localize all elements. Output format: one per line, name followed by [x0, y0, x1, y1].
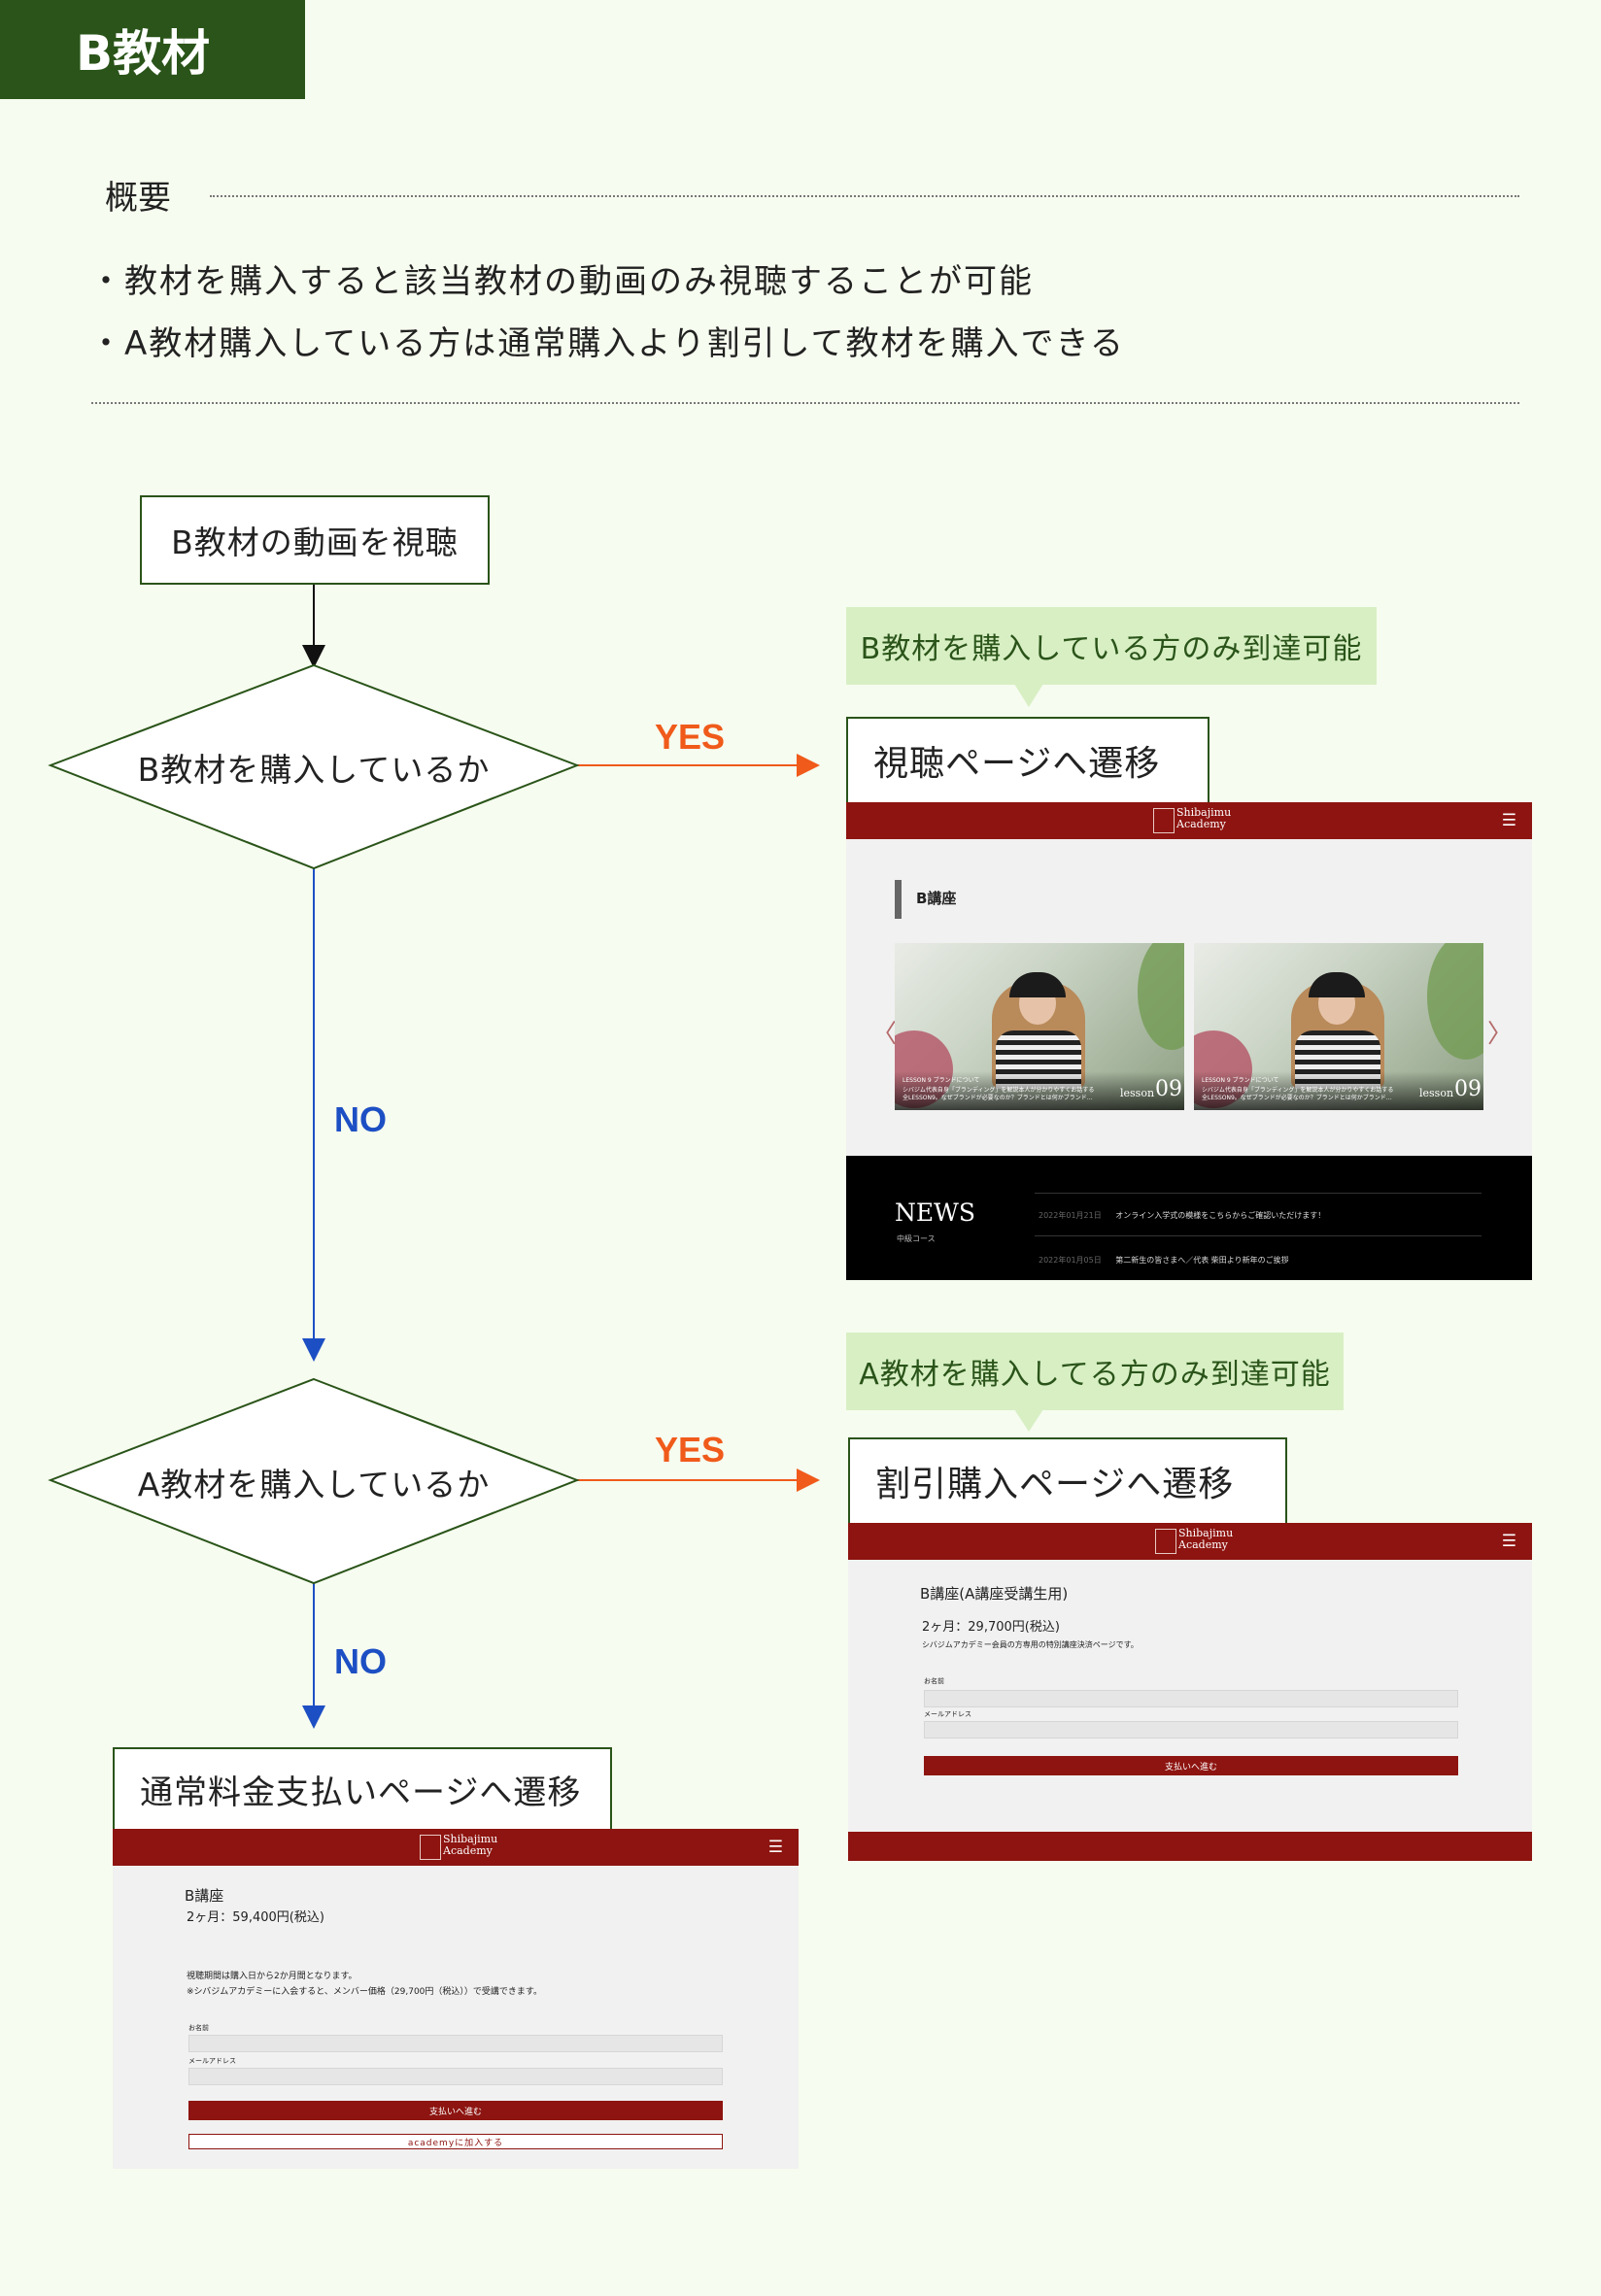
- section-title: B講座: [916, 890, 957, 907]
- overview-bullet-2: ・A教材購入している方は通常購入より割引して教材を購入できる: [89, 324, 1125, 363]
- join-academy-button[interactable]: academyに加入する: [188, 2134, 723, 2149]
- course-price: 2ヶ月：29,700円(税込): [922, 1620, 1060, 1635]
- course-title: B講座: [185, 1887, 224, 1905]
- hamburger-menu-icon[interactable]: ☰: [1501, 1532, 1516, 1551]
- site-footer: [848, 1832, 1532, 1861]
- hamburger-menu-icon[interactable]: ☰: [767, 1838, 783, 1857]
- card2-tag2: ブランドについて: [1232, 1077, 1279, 1084]
- logo-line-1: Shibajimu: [1178, 1527, 1234, 1539]
- result-discount-page-label: 割引購入ページへ遷移: [875, 1465, 1235, 1504]
- viewing-period-note: 視聴期間は購入日から2か月間となります。: [187, 1972, 358, 1981]
- result-discount-page: 割引購入ページへ遷移: [848, 1437, 1287, 1525]
- site-logo: Shibajimu Academy: [1176, 807, 1231, 830]
- member-price-note: ※シバジムアカデミーに入会すると、メンバー価格（29,700円（税込））で受講で…: [187, 1987, 543, 1997]
- callout1-pointer: [1014, 684, 1043, 707]
- decision1-label: B教材を購入しているか: [137, 751, 491, 789]
- result-view-page: 視聴ページへ遷移: [846, 717, 1209, 804]
- normal-page-screenshot: Shibajimu Academy ☰ B講座 2ヶ月：59,400円(税込) …: [113, 1829, 799, 2169]
- logo-line-1: Shibajimu: [443, 1833, 498, 1845]
- logo-line-2: Academy: [1178, 1538, 1228, 1551]
- name-field[interactable]: [924, 1690, 1458, 1707]
- view-page-screenshot: Shibajimu Academy ☰ B講座 〈 〉 LESSON 9 ブラン…: [846, 802, 1532, 1280]
- card2-number: 09: [1454, 1077, 1482, 1101]
- news-section: NEWS 中級コース 2022年01月21日 オンライン入学式の模様をこちらから…: [846, 1156, 1532, 1280]
- callout-b-purchasers: B教材を購入している方のみ到達可能: [846, 607, 1377, 685]
- decision1-diamond: [48, 663, 580, 870]
- decision2-diamond: [48, 1377, 580, 1585]
- news-title: NEWS: [895, 1199, 975, 1227]
- logo-icon: [1153, 808, 1175, 833]
- result-normal-page: 通常料金支払いページへ遷移: [113, 1747, 612, 1831]
- news-divider-2: [1035, 1235, 1482, 1236]
- lesson-card-2[interactable]: LESSON 9 ブランドについて シバジム代表自身「ブランディング」を解説本人…: [1194, 943, 1483, 1110]
- logo-icon: [1155, 1529, 1176, 1554]
- lesson-card-1[interactable]: LESSON 9 ブランドについて シバジム代表自身「ブランディング」を解説本人…: [895, 943, 1184, 1110]
- name-label: お名前: [924, 1677, 944, 1685]
- card2-tag: LESSON 9: [1202, 1077, 1231, 1084]
- no-label-1: NO: [334, 1099, 387, 1139]
- card1-tag: LESSON 9: [903, 1077, 932, 1084]
- yes-label-1: YES: [655, 717, 726, 757]
- pay-button[interactable]: 支払いへ進む: [188, 2101, 723, 2120]
- news-item-1-date: 2022年01月21日: [1039, 1211, 1102, 1220]
- course-title: B講座(A講座受講生用): [920, 1585, 1069, 1603]
- callout2-pointer: [1014, 1409, 1043, 1432]
- site-logo: Shibajimu Academy: [1178, 1528, 1233, 1551]
- news-divider-1: [1035, 1193, 1482, 1194]
- course-note: シバジムアカデミー会員の方専用の特別講座決済ページです。: [922, 1640, 1139, 1649]
- site-logo: Shibajimu Academy: [443, 1834, 497, 1857]
- email-field[interactable]: [924, 1721, 1458, 1739]
- news-item-1-text: オンライン入学式の模様をこちらからご確認いただけます！: [1115, 1211, 1326, 1220]
- email-label: メールアドレス: [188, 2057, 236, 2065]
- course-price: 2ヶ月：59,400円(税込): [187, 1910, 324, 1925]
- overview-label: 概要: [105, 179, 171, 218]
- logo-line-2: Academy: [443, 1844, 493, 1857]
- page-title: B教材: [0, 0, 305, 99]
- overview-divider: [210, 195, 1519, 197]
- email-field[interactable]: [188, 2068, 723, 2085]
- yes-label-2: YES: [655, 1430, 726, 1469]
- name-label: お名前: [188, 2024, 209, 2032]
- result-normal-page-label: 通常料金支払いページへ遷移: [140, 1773, 582, 1812]
- no-label-2: NO: [334, 1641, 387, 1681]
- logo-line-1: Shibajimu: [1176, 806, 1232, 819]
- site-header: Shibajimu Academy ☰: [846, 802, 1532, 839]
- carousel-next-icon[interactable]: 〉: [1487, 1020, 1514, 1049]
- card2-text1: シバジム代表自身「ブランディング」を解説本人が分かりやすくお話する: [1202, 1087, 1394, 1094]
- result-view-page-label: 視聴ページへ遷移: [873, 744, 1161, 784]
- pay-button[interactable]: 支払いへ進む: [924, 1756, 1458, 1775]
- overview-bullet-1: ・教材を購入すると該当教材の動画のみ視聴することが可能: [89, 262, 1034, 301]
- overview-bottom-divider: [91, 402, 1519, 404]
- email-label: メールアドレス: [924, 1710, 971, 1718]
- card1-tag2: ブランドについて: [933, 1077, 980, 1084]
- discount-page-screenshot: Shibajimu Academy ☰ B講座(A講座受講生用) 2ヶ月：29,…: [848, 1523, 1532, 1861]
- card2-lesson: lesson: [1419, 1087, 1454, 1099]
- card1-text2: 全LESSON9。なぜブランドが必要なのか？ブランドとは何かブランド…: [903, 1095, 1093, 1101]
- news-item-1[interactable]: 2022年01月21日 オンライン入学式の模様をこちらからご確認いただけます！: [1039, 1210, 1325, 1221]
- site-header: Shibajimu Academy ☰: [113, 1829, 799, 1866]
- logo-line-2: Academy: [1176, 818, 1226, 830]
- news-item-2-date: 2022年01月05日: [1039, 1256, 1102, 1265]
- card2-text2: 全LESSON9。なぜブランドが必要なのか？ブランドとは何かブランド…: [1202, 1095, 1392, 1101]
- card1-lesson: lesson: [1120, 1087, 1155, 1099]
- hamburger-menu-icon[interactable]: ☰: [1501, 811, 1516, 830]
- decision2-label: A教材を購入しているか: [137, 1466, 491, 1503]
- logo-icon: [420, 1835, 441, 1860]
- start-box: B教材の動画を視聴: [140, 495, 490, 585]
- site-header: Shibajimu Academy ☰: [848, 1523, 1532, 1560]
- news-item-2-text: 第二新生の皆さまへ／代表 柴田より新年のご挨拶: [1115, 1256, 1289, 1265]
- start-label: B教材の動画を視聴: [171, 523, 459, 561]
- carousel-prev-icon[interactable]: 〈: [871, 1020, 898, 1049]
- name-field[interactable]: [188, 2035, 723, 2052]
- news-item-2[interactable]: 2022年01月05日 第二新生の皆さまへ／代表 柴田より新年のご挨拶: [1039, 1255, 1289, 1266]
- card1-number: 09: [1155, 1077, 1182, 1101]
- card1-text1: シバジム代表自身「ブランディング」を解説本人が分かりやすくお話する: [903, 1087, 1095, 1094]
- section-marker: [895, 880, 902, 919]
- news-subtitle: 中級コース: [897, 1234, 936, 1243]
- callout-a-purchasers: A教材を購入してる方のみ到達可能: [846, 1333, 1344, 1410]
